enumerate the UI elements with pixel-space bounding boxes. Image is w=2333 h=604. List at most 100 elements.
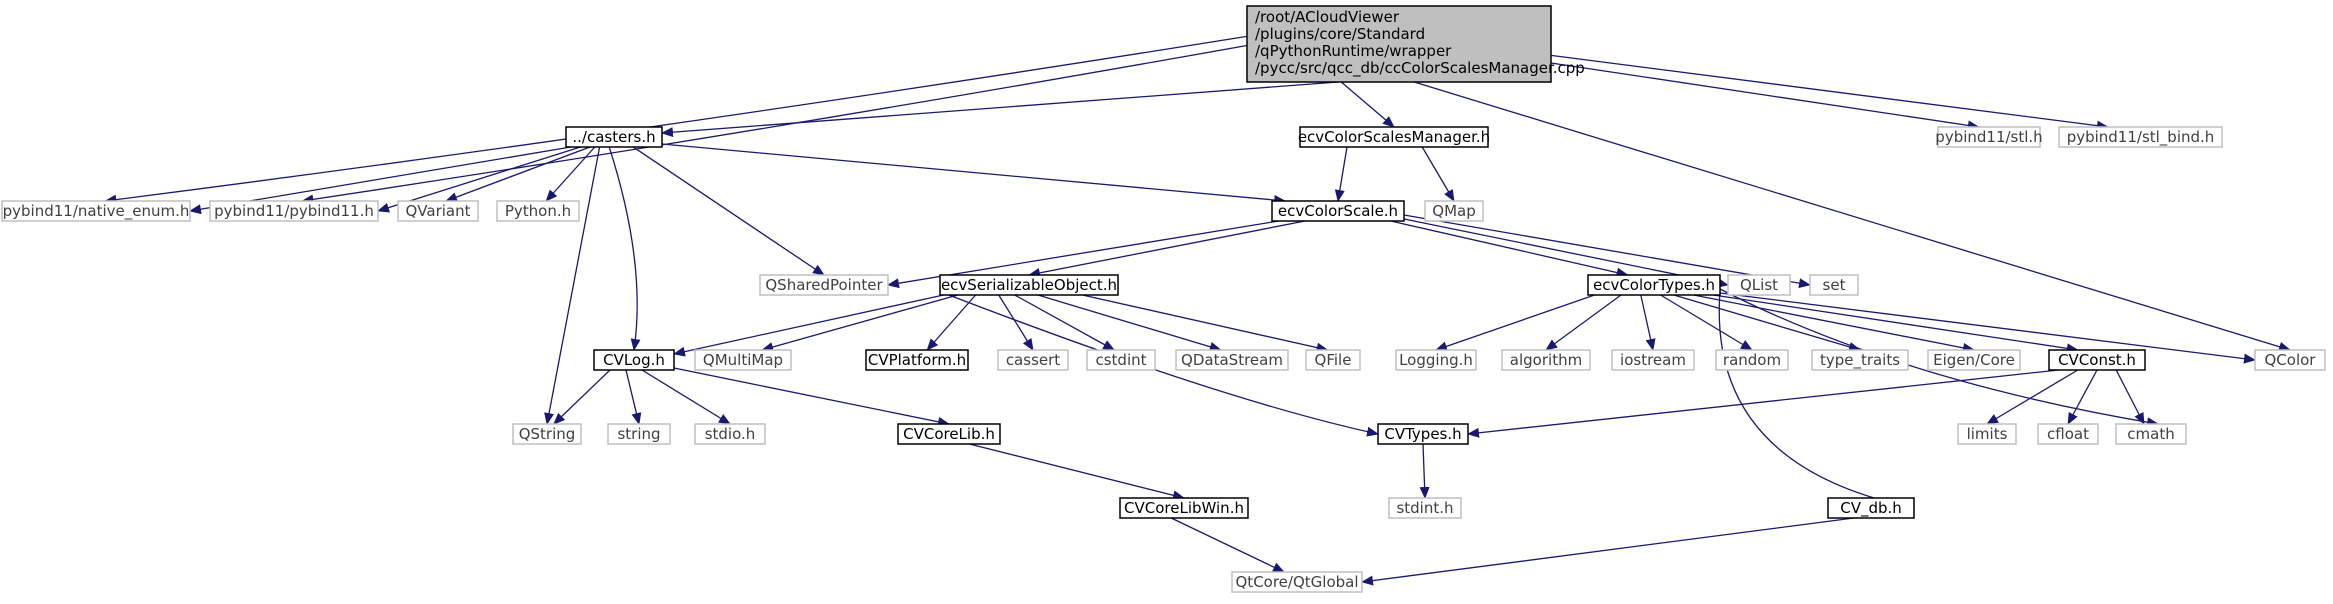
node-box [1395,349,1477,371]
node-stdint: stdint.h [1388,497,1462,519]
node-logging: Logging.h [1395,349,1477,371]
node-box [607,423,671,445]
edge-cvlog-to-cvcorelib [673,367,950,427]
edge-ecvcolorscale-to-set [1403,214,1811,289]
node-native_enum: pybind11/native_enum.h [1,200,191,222]
node-ecvcolorscalesmanager[interactable]: ecvColorScalesManager.h [1298,126,1490,148]
node-box [939,274,1119,296]
node-box [209,200,379,222]
edge-root-to-native_enum [104,35,1248,205]
node-casters[interactable]: ../casters.h [565,126,663,148]
node-box [1119,497,1249,519]
node-pybind11: pybind11/pybind11.h [209,200,379,222]
edge-ecvserializableobject-to-cassert [998,294,1034,351]
node-label: CVCoreLibWin.h [1124,499,1244,517]
node-eigencore: Eigen/Core [1927,349,2021,371]
node-label: QtCore/QtGlobal [1236,573,1359,591]
node-label: stdio.h [705,425,756,443]
node-box [1246,5,1552,83]
node-cvcorelibwin[interactable]: CVCoreLibWin.h [1119,497,1249,519]
node-ecvcolorscale[interactable]: ecvColorScale.h [1271,200,1405,222]
node-label: ../casters.h [572,128,655,146]
edge-cvconst-to-cfloat [2067,369,2098,425]
edge-ecvcolorscale-to-ecvserializableobject [1028,220,1306,278]
edge-cvlog-to-stdio [641,369,731,425]
node-box [1715,349,1789,371]
node-box [1305,349,1361,371]
node-box [496,200,580,222]
node-cvtypes[interactable]: CVTypes.h [1377,423,1469,445]
node-label: Eigen/Core [1933,351,2015,369]
node-qtglobal: QtCore/QtGlobal [1231,571,1363,593]
node-label: /pycc/src/qcc_db/ccColorScalesManager.cp… [1255,59,1585,78]
node-label: cassert [1006,351,1060,369]
node-qfile: QFile [1305,349,1361,371]
node-root[interactable]: /root/ACloudViewer/plugins/core/Standard… [1246,5,1585,83]
node-label: type_traits [1820,351,1900,370]
node-box [1377,423,1469,445]
node-qlist: QList [1727,274,1791,296]
node-label: pybind11/stl.h [1935,128,2042,146]
edge-ecvserializableobject-to-cvtypes [948,294,1379,437]
node-label: random [1723,351,1781,369]
node-cmath: cmath [2115,423,2187,445]
node-label: CVLog.h [603,351,665,369]
node-label: cfloat [2047,425,2089,443]
node-box [997,349,1069,371]
node-ecvserializableobject[interactable]: ecvSerializableObject.h [939,274,1119,296]
node-box [593,349,675,371]
node-box [2048,349,2146,371]
edge-root-to-stl [1550,62,1980,131]
node-stl: pybind11/stl.h [1935,126,2043,148]
edge-cv_db-to-qtglobal [1361,517,1854,586]
node-qvariant: QVariant [397,200,479,222]
edge-cvtypes-to-stdint [1419,443,1430,499]
node-qstring: QString [512,423,582,445]
node-cv_db[interactable]: CV_db.h [1827,497,1915,519]
edge-casters-to-qsharedpointer [632,146,825,276]
node-cvlog[interactable]: CVLog.h [593,349,675,371]
edge-ecvcolortypes-to-iostream [1640,294,1656,351]
node-box [1086,349,1156,371]
edge-root-to-qcolor [1414,81,2291,352]
node-box [1424,200,1484,222]
node-algorithm: algorithm [1501,349,1591,371]
node-box [1,200,191,222]
node-ecvcolortypes[interactable]: ecvColorTypes.h [1587,274,1721,296]
node-box [1388,497,1462,519]
node-limits: limits [1957,423,2017,445]
edge-ecvserializableobject-to-qdatastream [1037,294,1222,352]
node-cvcorelib[interactable]: CVCoreLib.h [897,423,1001,445]
node-type_traits: type_traits [1811,349,1909,371]
node-label: QColor [2265,351,2317,369]
node-label: ecvColorScale.h [1278,202,1398,220]
edge-casters-to-ecvcolorscale [661,143,1287,205]
node-box [1957,423,2017,445]
node-label: QVariant [405,202,470,220]
node-box [897,423,1001,445]
node-label: /root/ACloudViewer [1255,8,1400,26]
node-cvplatform[interactable]: CVPlatform.h [865,349,969,371]
node-cfloat: cfloat [2037,423,2099,445]
node-label: QDataStream [1181,351,1283,369]
node-label: QSharedPointer [765,276,883,294]
edge-casters-to-cvlog [608,146,641,351]
node-box [1501,349,1591,371]
edge-cvcorelibwin-to-qtglobal [1170,517,1285,573]
edge-cvlog-to-qstring [553,369,611,425]
node-box [1809,274,1859,296]
node-qcolor: QColor [2254,349,2326,371]
node-box [1937,126,2041,148]
node-label: CVCoreLib.h [903,425,995,443]
node-cvconst[interactable]: CVConst.h [2048,349,2146,371]
node-box [2058,126,2223,148]
edge-ecvcolortypes-to-cvconst [1713,294,2079,354]
node-string: string [607,423,671,445]
node-label: cstdint [1095,351,1146,369]
node-label: pybind11/stl_bind.h [2067,128,2215,147]
node-label: CVTypes.h [1384,425,1461,443]
node-box [759,274,889,296]
edge-ecvcolorscalesmanager-to-qmap [1421,146,1455,202]
node-label: ecvSerializableObject.h [941,276,1117,294]
